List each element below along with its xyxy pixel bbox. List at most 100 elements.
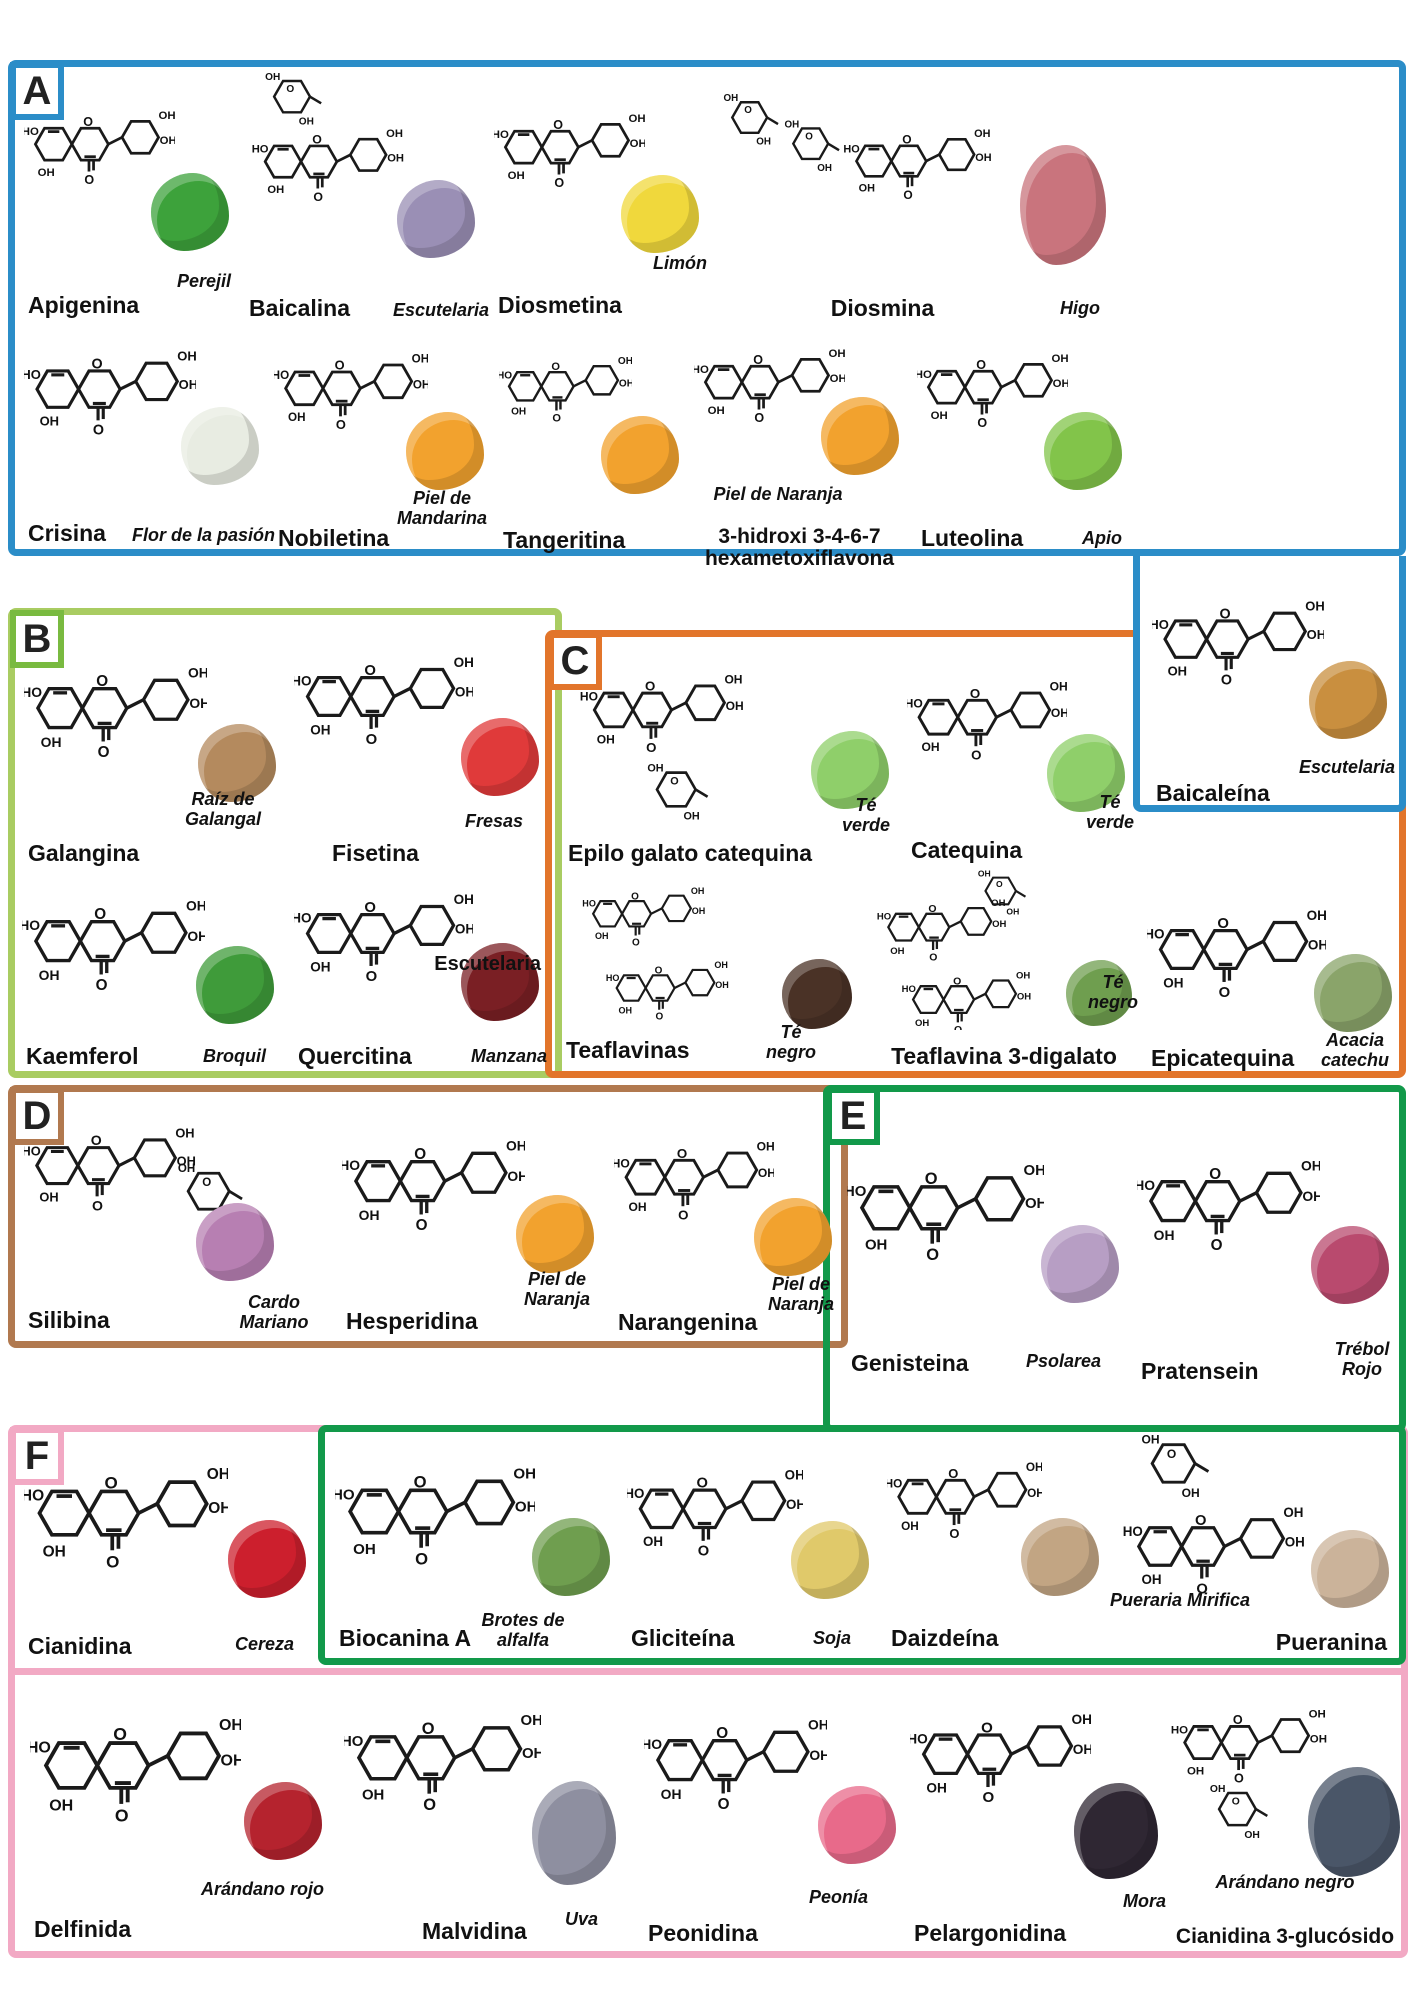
orange-peel-image	[754, 1198, 832, 1277]
chemical-structure-icon	[30, 1715, 242, 1828]
compound-name: Silibina	[28, 1306, 110, 1333]
compound-card: Escutelaria Baicaleína	[1150, 580, 1395, 805]
compound-name: Genisteina	[851, 1349, 969, 1376]
compound-name: Epicatequina	[1151, 1044, 1295, 1071]
food-source-label: Broquil	[203, 1045, 266, 1066]
compound-card: Té verde Epilo galato catequina	[562, 655, 897, 865]
compound-name: Malvidina	[422, 1917, 527, 1944]
food-source-label: Perejil	[176, 270, 231, 291]
compound-name: Nobiletina	[278, 524, 390, 551]
chemical-structure-icon	[24, 662, 208, 763]
compound-card: Higo Diosmina	[715, 85, 1110, 320]
food-source-label: Brotes de alfalfa	[481, 1609, 565, 1650]
compound-card: Apio Luteolina	[915, 335, 1130, 550]
food-source-label: Piel de Naranja	[713, 483, 843, 504]
root-tubers-image	[1021, 1517, 1099, 1596]
chemical-structure-icon	[294, 653, 473, 750]
food-source-label: Peonía	[808, 1886, 868, 1907]
food-source-label: Té verde	[841, 794, 891, 835]
compound-name: Hesperidina	[346, 1307, 478, 1334]
panel-b-letter: B	[22, 616, 52, 661]
compound-name: Teaflavina 3-digalato	[891, 1042, 1117, 1069]
chemical-structure-icon	[1137, 1155, 1321, 1256]
compound-name: Fisetina	[332, 839, 419, 866]
panel-b-border	[8, 608, 562, 1078]
skullcap-plant-image	[397, 180, 475, 258]
chemical-structure-icon	[722, 91, 994, 204]
chemical-structure-icon	[1147, 906, 1326, 1003]
compound-card: Fresas Fisetina	[292, 635, 547, 865]
cherries-image	[228, 1520, 306, 1599]
chemical-structure-icon	[294, 890, 473, 987]
food-source-label: Té verde	[1085, 791, 1135, 832]
compound-card: Daizdeína	[885, 1443, 1107, 1650]
chemical-structure-icon	[250, 72, 406, 206]
compound-name: Baicalina	[249, 294, 350, 321]
compound-name: Pelargonidina	[914, 1919, 1067, 1946]
apple-image	[461, 942, 539, 1021]
compound-card: Piel de Mandarina Nobiletina	[272, 335, 492, 550]
compound-card: Flor de la pasión Crisina	[22, 330, 275, 546]
food-source-label: Uva	[564, 1908, 598, 1929]
compound-card: Soja Gliciteína	[625, 1448, 877, 1650]
blueberries-image	[1308, 1767, 1400, 1878]
panel-c-tab: C	[548, 632, 602, 690]
compound-card: Piel de Naranja Narangenina	[612, 1122, 840, 1334]
compound-name: Delfinida	[34, 1915, 132, 1942]
food-source-label: Mora	[1122, 1890, 1166, 1911]
chemical-structure-icon	[614, 1138, 774, 1224]
black-tea-leaves-image	[1066, 960, 1132, 1026]
chemical-structure-icon	[875, 870, 1033, 1030]
chemical-structure-icon	[1152, 597, 1324, 691]
panel-f-tab: F	[10, 1427, 64, 1485]
black-tea-image	[782, 959, 852, 1030]
panel-d-letter: D	[22, 1093, 52, 1138]
parsley-image	[151, 173, 229, 251]
compound-card: Pueraria Mirifica Pueranina	[1110, 1432, 1397, 1654]
food-source-label: Cardo Mariano	[239, 1291, 309, 1332]
compound-card: Brotes de alfalfa Biocanina A	[333, 1443, 618, 1650]
compound-card: Piel de Naranja Hesperidina	[340, 1118, 602, 1333]
compound-card: Té negro Teaflavina 3-digalato	[868, 868, 1140, 1068]
compound-card: Limón Diosmetina	[492, 95, 707, 317]
fig-buds-image	[1020, 145, 1106, 265]
compound-name: Biocanina A	[339, 1624, 472, 1651]
orange-peel-image	[516, 1195, 594, 1274]
compound-card: Broquil Kaemferol	[20, 878, 282, 1068]
food-source-label: Manzana	[470, 1045, 547, 1066]
chemical-structure-icon	[1169, 1706, 1329, 1843]
compound-card: Perejil Apigenina	[22, 92, 237, 317]
food-source-label: Piel de Mandarina	[396, 487, 488, 528]
chemical-structure-icon	[274, 351, 428, 434]
panel-a-border	[8, 60, 1406, 556]
compound-name: Apigenina	[28, 291, 140, 318]
compound-name: Teaflavinas	[566, 1036, 690, 1063]
food-source-label: Raíz de Galangal	[184, 788, 262, 829]
food-source-label: Apio	[1082, 527, 1122, 548]
food-source-label: Arándano negro	[1215, 1871, 1355, 1892]
compound-card: Cereza Cianidina	[22, 1443, 314, 1658]
compound-card: Peonía Peonidina	[642, 1697, 904, 1945]
compound-card: Arándano rojo Delfinida	[28, 1693, 330, 1941]
compound-card: Té verde Catequina	[905, 662, 1134, 862]
passion-flower-image	[181, 407, 259, 486]
compound-card: Escutelaria Manzana Quercitina	[292, 872, 547, 1068]
chemical-structure-icon	[342, 1135, 526, 1236]
cranberries-image	[244, 1782, 322, 1861]
compound-card: Mora Pelargonidina	[908, 1692, 1166, 1945]
compound-name: Daizdeína	[891, 1624, 999, 1651]
compound-card: Cardo Mariano Silibina	[22, 1102, 334, 1332]
panel-a-tab: A	[10, 62, 64, 120]
soybeans-image	[791, 1520, 869, 1599]
peony-flower-image	[818, 1786, 896, 1865]
food-source-label: Piel de Naranja	[767, 1273, 835, 1314]
food-source-label: Escutelaria	[392, 299, 489, 320]
compound-card: Tangeritina	[497, 340, 687, 552]
food-source-label: Flor de la pasión	[131, 524, 275, 545]
chemical-structure-icon	[907, 678, 1067, 764]
food-source-label: Pueraria Mirifica	[1109, 1589, 1251, 1610]
lemon-image	[621, 174, 699, 253]
compound-name: Crisina	[28, 519, 106, 546]
food-source-label: Té negro	[1087, 971, 1138, 1012]
panel-f-letter: F	[24, 1433, 50, 1478]
